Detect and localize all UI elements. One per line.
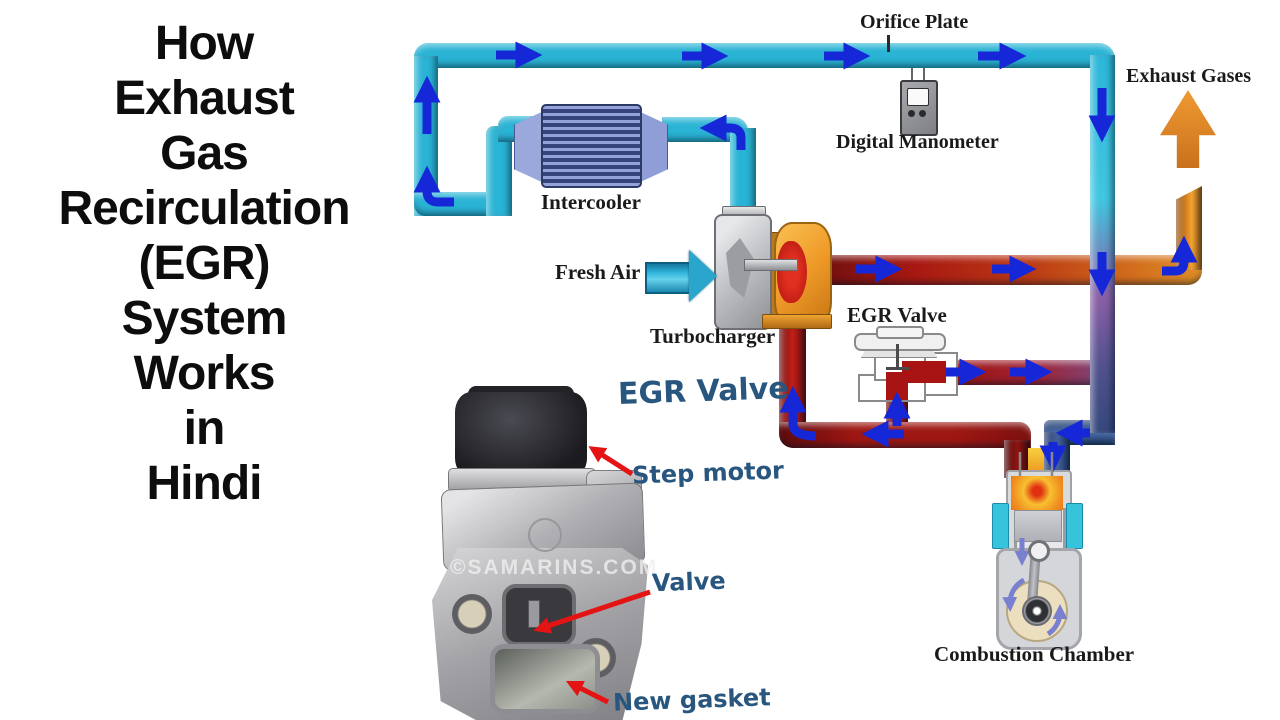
turbine-outlet-pipe [820,255,1202,285]
title-line: Gas [160,127,249,180]
photo-bolt [452,594,492,634]
title-line: (EGR) [138,237,271,290]
title-line: Recirculation [58,182,350,235]
title-line: Exhaust [114,72,295,125]
title-line: Hindi [146,457,263,510]
exhaust-gases-arrow-icon [1160,90,1216,168]
title-line: System [121,292,288,345]
fresh-air-arrowhead-icon [689,250,717,302]
egr-outlet-pipe [938,360,1092,385]
title-line: How [154,17,254,70]
egr-valve-stem [896,344,899,370]
coolant-port-left [992,503,1009,549]
step-motor-label: Step motor [631,456,785,490]
valve-label: Valve [651,566,727,598]
intercooler-label: Intercooler [541,190,641,214]
watermark: ©SAMARINS.COM [450,556,659,579]
digital-manometer-device [900,80,938,136]
digital-manometer-label: Digital Manometer [836,131,999,153]
new-gasket-label: New gasket [612,683,772,717]
exhaust-gases-label: Exhaust Gases [1126,65,1252,87]
crank-hub [1022,596,1052,626]
manometer-wire [911,68,913,81]
title-block: How Exhaust Gas Recirculation (EGR) Syst… [0,16,408,511]
egr-valve-label: EGR Valve [847,303,947,327]
photo-valve-stem [528,600,540,628]
manometer-wire [923,68,925,81]
intercooler-core [541,104,642,188]
photo-egr-valve-heading: EGR Valve [617,371,790,412]
piston [1014,510,1062,542]
title-line: Works [133,347,276,400]
exhaust-manifold-pipe [779,422,1031,448]
compressor-discharge-pipe [730,128,756,210]
fresh-air-label: Fresh Air [555,260,641,284]
manometer-screen [907,88,929,106]
photo-casting-boss [528,518,562,552]
piston-pin [1028,540,1050,562]
turbo-shaft [744,259,798,271]
manometer-button [908,110,915,117]
combustion-chamber-label: Combustion Chamber [934,642,1135,666]
photo-step-motor [455,392,587,478]
photo-valve-port [502,584,576,646]
orifice-plate-marker [887,35,890,52]
orifice-plate-label: Orifice Plate [860,11,969,33]
turbocharger-label: Turbocharger [650,324,776,348]
manometer-button [919,110,926,117]
egr-valve-passage-horizontal [902,361,946,383]
photo-gasket-port [490,644,600,714]
intake-pipe-top [414,43,1115,68]
egr-valve-pintle [886,367,909,370]
coolant-port-right [1066,503,1083,549]
title-line: in [183,402,226,455]
turbine-wheel [777,241,807,303]
fresh-air-arrow-icon [645,262,689,294]
intake-downpipe [1090,55,1115,433]
exhaust-riser-pipe [1176,186,1202,270]
turbine-outlet-flange [762,314,832,329]
egr-valve-diaphragm-cap [876,326,924,339]
combustion-flame [1011,476,1063,510]
